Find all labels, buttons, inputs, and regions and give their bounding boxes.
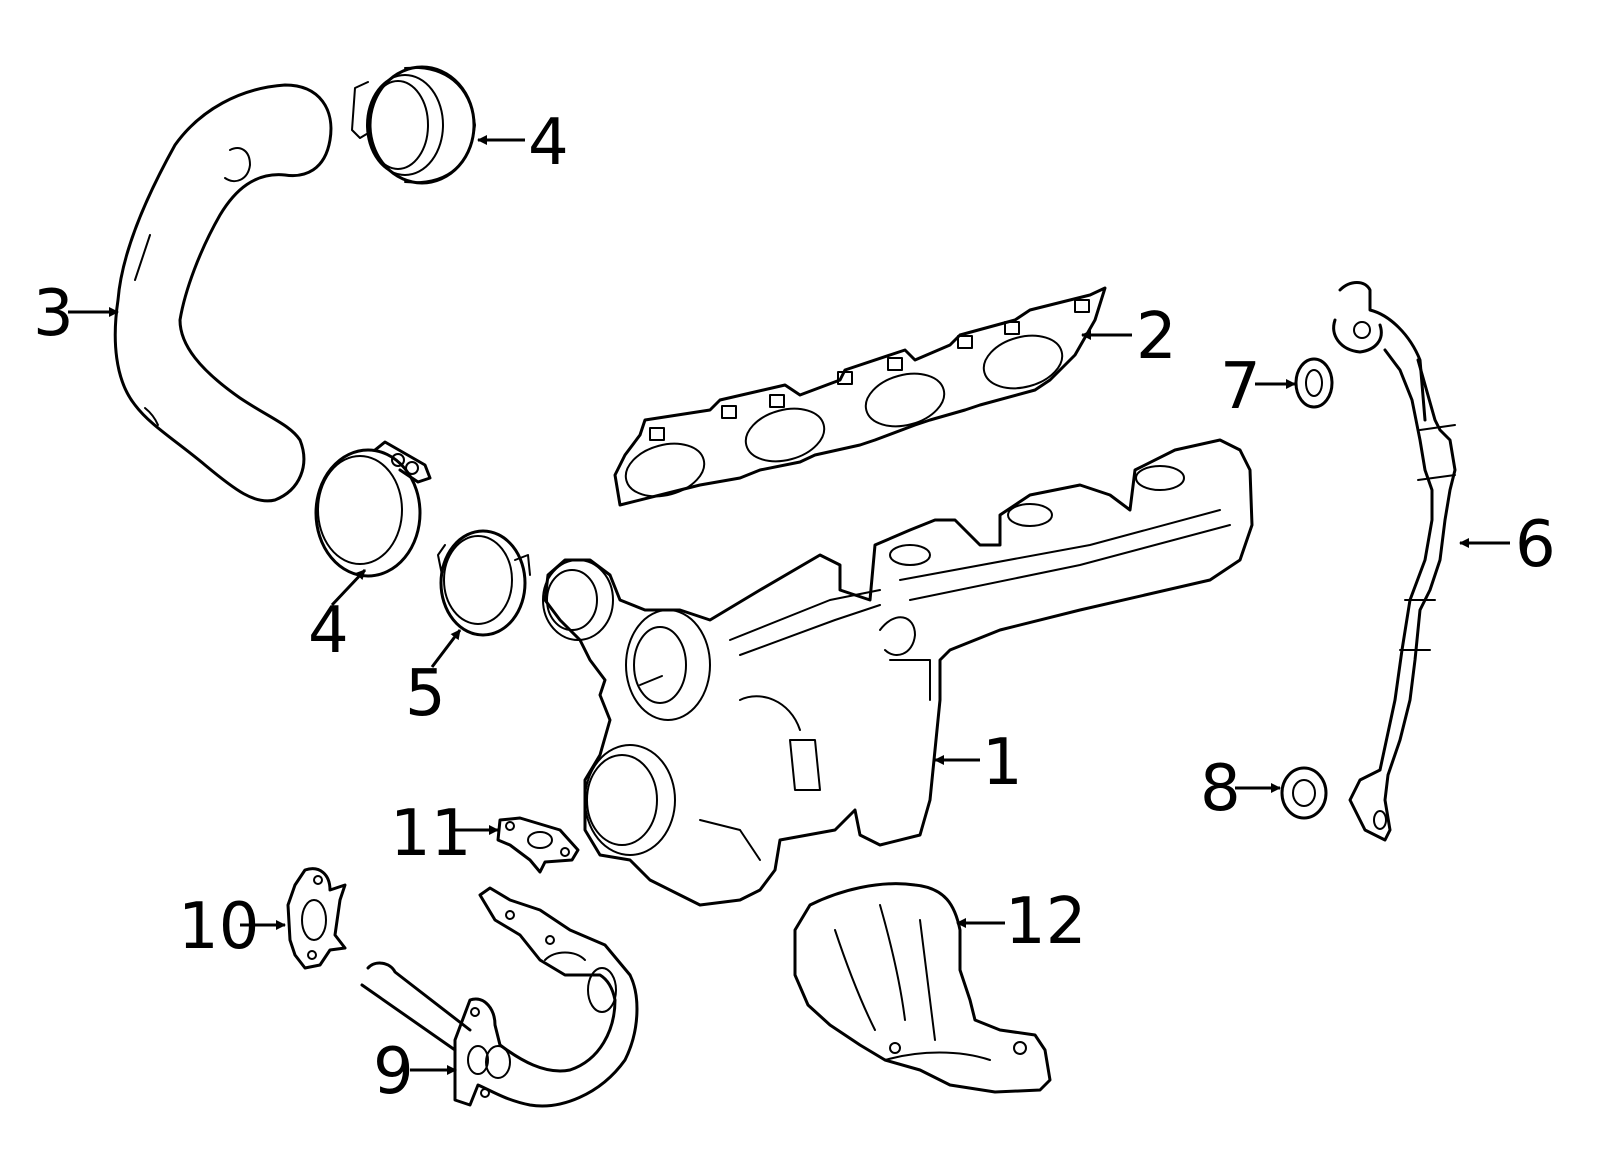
part-8-washer	[1280, 766, 1328, 820]
callout-12: 12	[1005, 885, 1086, 959]
callout-5: 5	[405, 657, 446, 731]
callout-10: 10	[178, 890, 259, 964]
part-4-clamp-lower	[314, 440, 432, 578]
part-3-intake-pipe	[113, 83, 333, 503]
leader-5	[430, 629, 462, 668]
part-9-return-pipe	[360, 886, 639, 1108]
callout-4a: 4	[528, 106, 569, 180]
callout-labels: 1 2 3 4 4 5 6 7 8 9 10 11 12	[33, 106, 1556, 1109]
callout-9: 9	[373, 1035, 414, 1109]
part-1-turbo-manifold	[542, 438, 1254, 907]
callout-2: 2	[1136, 300, 1177, 374]
part-10-gasket	[286, 867, 347, 970]
callout-6: 6	[1515, 508, 1556, 582]
leader-lines	[68, 135, 1510, 1075]
part-4-coupler-top	[351, 65, 476, 185]
part-7-washer	[1294, 357, 1334, 409]
callout-7: 7	[1220, 350, 1261, 424]
callout-8: 8	[1200, 752, 1241, 826]
callout-4b: 4	[308, 594, 349, 668]
part-5-clamp-ring	[437, 529, 531, 637]
callout-3: 3	[33, 277, 74, 351]
part-11-gasket	[496, 816, 580, 874]
part-12-heat-shield	[793, 882, 1052, 1094]
leader-4b	[330, 568, 367, 607]
callout-1: 1	[982, 726, 1023, 800]
part-6-oil-line	[1332, 281, 1457, 842]
part-2-manifold-gasket	[613, 286, 1107, 507]
callout-11: 11	[390, 797, 471, 871]
